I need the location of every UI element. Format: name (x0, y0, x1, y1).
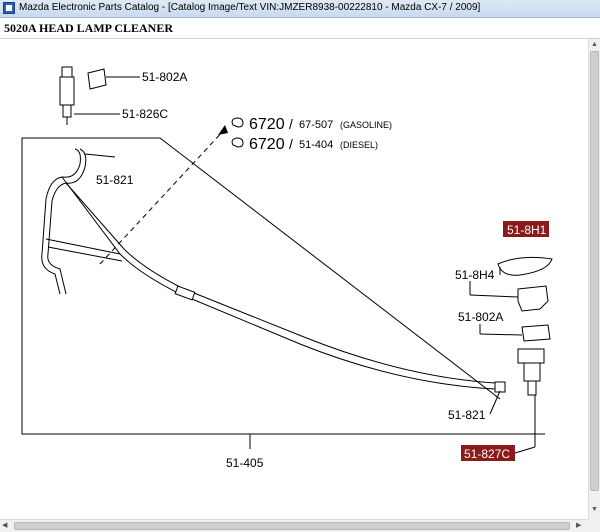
label-51-802a-right[interactable]: 51-802A (458, 310, 503, 324)
hose-clip (174, 285, 196, 301)
section-title: 5020A HEAD LAMP CLEANER (4, 21, 174, 35)
ref-part-diesel: 51-404 (299, 139, 333, 151)
highlight-51-8h1 (503, 221, 549, 237)
hose-end (494, 381, 506, 393)
horizontal-scroll-thumb[interactable] (14, 522, 570, 530)
scroll-down-icon[interactable]: ▼ (591, 506, 598, 513)
ref-part-gasoline: 67-507 (299, 119, 333, 131)
bracket-802a-right (521, 324, 551, 342)
ref-group-diesel: 6720 (249, 136, 285, 153)
reference-arrowhead (218, 125, 228, 135)
horizontal-scrollbar[interactable]: ◀ ▶ (0, 519, 588, 532)
frame-outline (21, 138, 545, 435)
label-51-405[interactable]: 51-405 (226, 456, 264, 470)
scrollbar-corner (588, 519, 600, 532)
ref-spec-gasoline: (GASOLINE) (340, 120, 392, 130)
label-51-821-top[interactable]: 51-821 (96, 173, 134, 187)
label-51-826c[interactable]: 51-826C (122, 107, 168, 121)
hose-left (41, 148, 496, 390)
parts-diagram: 51-802A 51-826C 51-821 51-8H4 51-802A 51… (0, 39, 588, 519)
section-header: 5020A HEAD LAMP CLEANER (0, 18, 600, 39)
window-titlebar: Mazda Electronic Parts Catalog - [Catalo… (0, 0, 600, 18)
leader-821-bottom (489, 390, 501, 415)
reference-icon (231, 137, 244, 148)
svg-text:/: / (289, 116, 293, 132)
scroll-up-icon[interactable]: ▲ (591, 41, 598, 48)
label-51-8h4[interactable]: 51-8H4 (455, 268, 495, 282)
reference-gasoline[interactable]: 6720 / 67-507 (GASOLINE) (231, 116, 392, 133)
window-title: Mazda Electronic Parts Catalog - [Catalo… (19, 2, 481, 13)
cover-8h4 (517, 285, 549, 312)
highlight-51-827c (461, 445, 515, 461)
cap-8h1 (497, 256, 553, 276)
label-51-8h1[interactable]: 51-8H1 (507, 223, 547, 237)
label-51-802a-top[interactable]: 51-802A (142, 70, 187, 84)
nozzle-827c (517, 348, 545, 396)
label-51-827c[interactable]: 51-827C (464, 447, 510, 461)
reference-leader (99, 128, 226, 265)
frame-diagonal (159, 137, 501, 400)
svg-text:/: / (289, 136, 293, 152)
ref-group-gasoline: 6720 (249, 116, 285, 133)
vertical-scrollbar[interactable]: ▲ ▼ (588, 39, 600, 519)
app-icon (3, 2, 15, 14)
ref-spec-diesel: (DIESEL) (340, 140, 378, 150)
leader-821-top (84, 153, 116, 158)
reference-icon (231, 117, 244, 128)
nozzle-top (59, 66, 75, 125)
label-51-821-bottom[interactable]: 51-821 (448, 408, 486, 422)
diagram-svg: 51-802A 51-826C 51-821 51-8H4 51-802A 51… (21, 66, 553, 470)
bracket-top (87, 68, 140, 90)
scroll-left-icon[interactable]: ◀ (2, 522, 8, 529)
vertical-scroll-thumb[interactable] (590, 51, 599, 491)
reference-diesel[interactable]: 6720 / 51-404 (DIESEL) (231, 136, 378, 153)
scroll-right-icon[interactable]: ▶ (576, 522, 582, 529)
